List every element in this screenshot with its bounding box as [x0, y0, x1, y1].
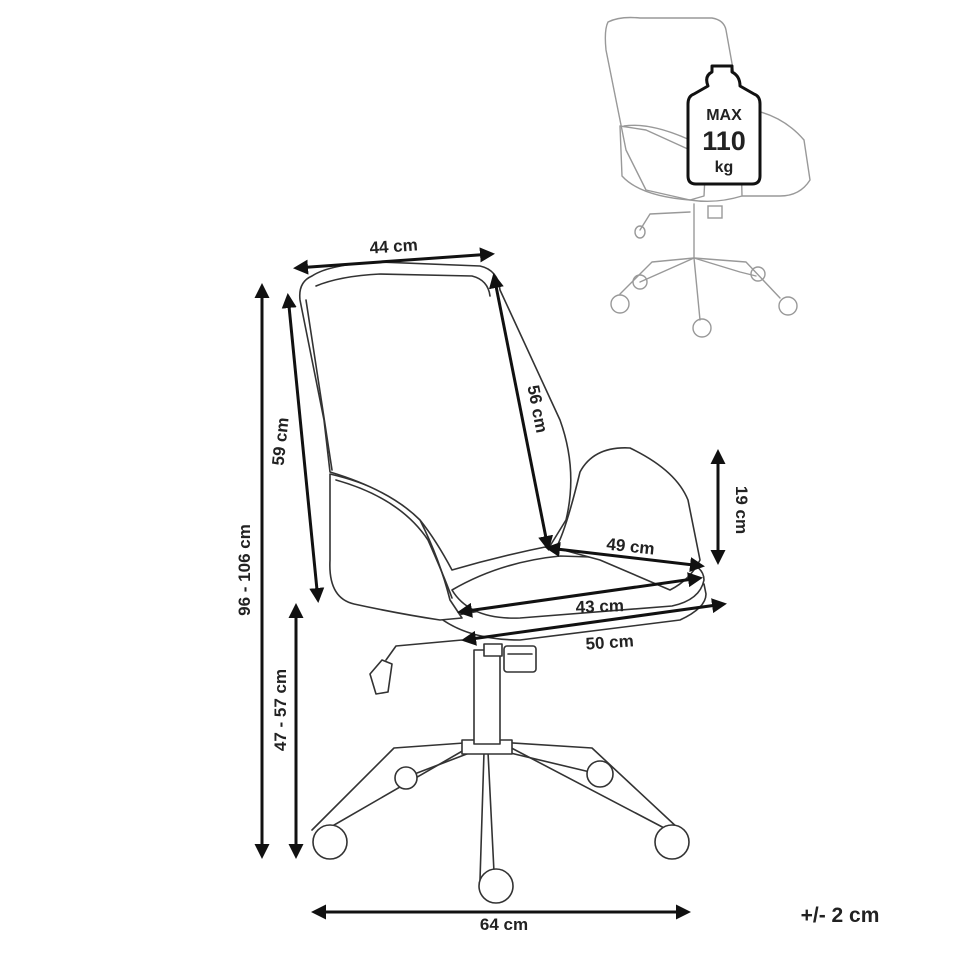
label-top-width: 44 cm: [369, 235, 418, 257]
label-armrest-height: 19 cm: [732, 486, 751, 534]
reference-chair-illustration: [604, 16, 811, 338]
badge-max-label: MAX: [706, 107, 742, 124]
label-seat-height: 47 - 57 cm: [271, 669, 290, 751]
dim-back-height-line: [488, 273, 554, 551]
label-backrest-height: 59 cm: [269, 416, 293, 466]
label-seat-depth: 49 cm: [606, 535, 656, 559]
label-base-width: 64 cm: [480, 915, 528, 934]
dimension-labels: 44 cm 56 cm 59 cm 96 - 106 cm 47 - 57 cm…: [235, 235, 879, 934]
dim-backrest-height-line: [281, 293, 325, 603]
dim-top-width-line: [293, 247, 495, 275]
badge-weight-value: 110: [702, 126, 746, 156]
label-seat-width: 43 cm: [575, 596, 624, 617]
max-weight-badge: MAX 110 kg: [686, 64, 762, 186]
main-chair-illustration: [298, 261, 707, 904]
badge-unit-label: kg: [715, 159, 734, 176]
label-tolerance: +/- 2 cm: [801, 904, 880, 927]
label-overall-width: 50 cm: [585, 631, 634, 653]
label-total-height: 96 - 106 cm: [235, 524, 254, 616]
dim-overall-width-line: [461, 598, 727, 646]
dimension-lines: [254, 247, 727, 920]
dim-seat-depth-line: [545, 541, 705, 573]
